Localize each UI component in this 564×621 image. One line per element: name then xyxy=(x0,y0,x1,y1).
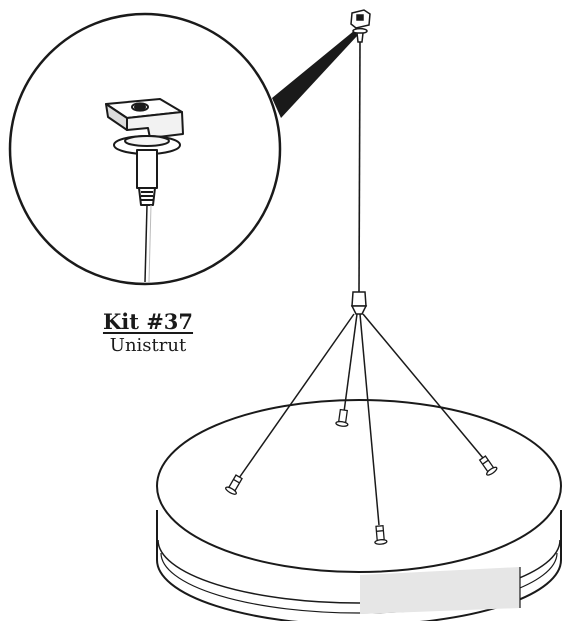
detail-cable xyxy=(144,204,148,283)
ceiling-attachment-icon xyxy=(350,9,371,43)
gripper-right-icon xyxy=(478,455,498,476)
leg-cable-back xyxy=(343,313,358,413)
callout-wedge xyxy=(272,30,357,118)
gripper-left-icon xyxy=(225,474,243,495)
kit-label: Kit #37 Unistrut xyxy=(88,310,208,358)
main-cable xyxy=(358,41,361,293)
gripper-front-icon xyxy=(374,525,388,545)
leg-cables xyxy=(238,313,484,526)
cable-splitter-icon xyxy=(350,291,368,315)
leg-cable-right xyxy=(362,313,484,459)
kit-subtitle: Unistrut xyxy=(109,335,187,356)
gripper-back-icon xyxy=(335,408,349,427)
leg-cable-front xyxy=(359,313,380,526)
disc-fixture xyxy=(156,399,562,621)
kit-title: Kit #37 xyxy=(102,309,194,334)
unistrut-nut-detail-icon xyxy=(105,98,184,206)
leg-cable-left xyxy=(238,313,355,479)
